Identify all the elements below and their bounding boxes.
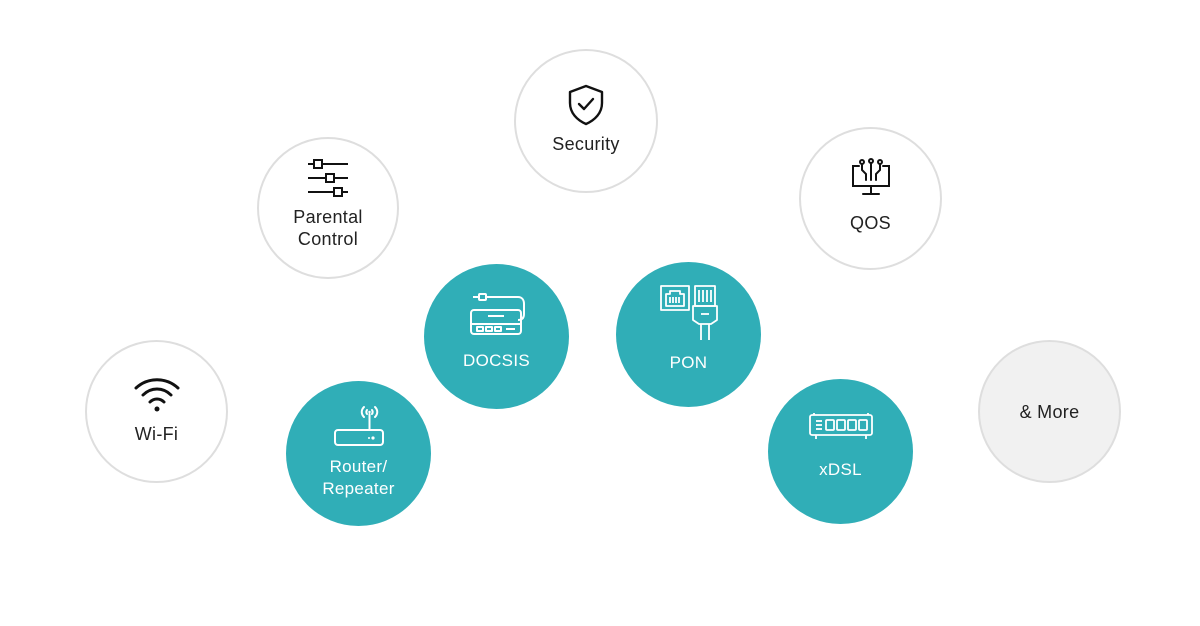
router-repeater-node: Router/ Repeater: [286, 381, 431, 526]
docsis-node: DOCSIS: [424, 264, 569, 409]
monitor-network-icon: [849, 157, 893, 198]
security-label: Security: [552, 134, 620, 154]
pon-label: PON: [669, 352, 708, 372]
cable-modem-icon: [466, 292, 528, 336]
more-label: & More: [1019, 401, 1080, 422]
xdsl-label: xDSL: [819, 459, 862, 479]
parental-control-node: Parental Control: [257, 137, 399, 279]
wifi-label: Wi-Fi: [134, 423, 179, 444]
security-node: Security: [514, 49, 658, 193]
sliders-icon: [306, 158, 350, 198]
docsis-label: DOCSIS: [463, 350, 530, 370]
parental-control-label: Parental Control: [293, 207, 363, 249]
switch-icon: [808, 411, 874, 441]
wifi-icon: [133, 375, 181, 413]
xdsl-node: xDSL: [768, 379, 913, 524]
more-node: & More: [978, 340, 1121, 483]
qos-label: QOS: [850, 212, 891, 233]
wifi-node: Wi-Fi: [85, 340, 228, 483]
pon-node: PON: [616, 262, 761, 407]
router-icon: [331, 404, 387, 448]
router-repeater-label: Router/ Repeater: [322, 456, 395, 498]
ethernet-port-icon: [659, 284, 719, 342]
qos-node: QOS: [799, 127, 942, 270]
shield-check-icon: [566, 83, 606, 127]
